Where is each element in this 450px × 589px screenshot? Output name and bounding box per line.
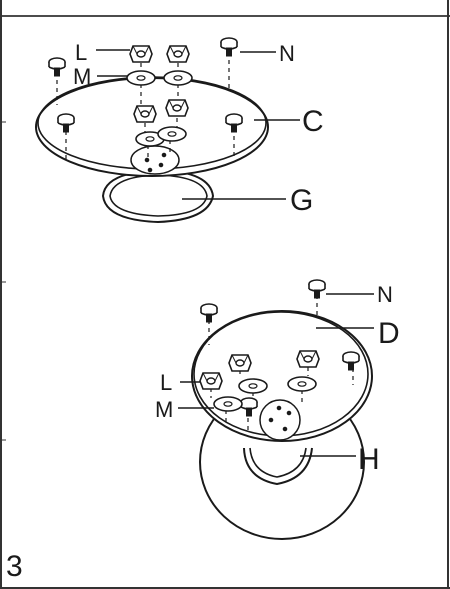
nut-icon — [296, 350, 320, 368]
washer-icon — [163, 70, 193, 86]
washer-icon — [238, 378, 268, 394]
step-number: 3 — [6, 550, 23, 583]
washer-icon — [126, 70, 156, 86]
glide-icon — [308, 279, 326, 299]
glide-icon — [48, 57, 66, 77]
lower-assembly — [178, 279, 374, 540]
label-glide-n: N — [279, 41, 295, 66]
label-base-h: H — [358, 443, 380, 476]
label-glide-n: N — [377, 282, 393, 307]
nut-icon — [166, 45, 190, 63]
glide-icon — [220, 37, 238, 57]
label-base-g: G — [290, 184, 313, 217]
table-top-c — [35, 76, 269, 177]
label-washer-m: M — [155, 397, 173, 422]
nut-icon — [133, 105, 157, 123]
nut-icon — [199, 372, 223, 390]
nut-icon — [129, 45, 153, 63]
washer-icon — [213, 396, 243, 412]
label-nut-l: L — [75, 40, 87, 65]
glide-icon — [200, 303, 218, 323]
label-nut-l: L — [160, 370, 172, 395]
label-top-d: D — [378, 317, 400, 350]
label-top-c: C — [302, 105, 324, 138]
label-washer-m: M — [73, 64, 91, 89]
upper-assembly — [35, 37, 300, 224]
washer-icon — [157, 126, 187, 142]
nut-icon — [165, 99, 189, 117]
nut-icon — [228, 354, 252, 372]
base-ring-g — [101, 168, 215, 224]
washer-icon — [287, 376, 317, 392]
